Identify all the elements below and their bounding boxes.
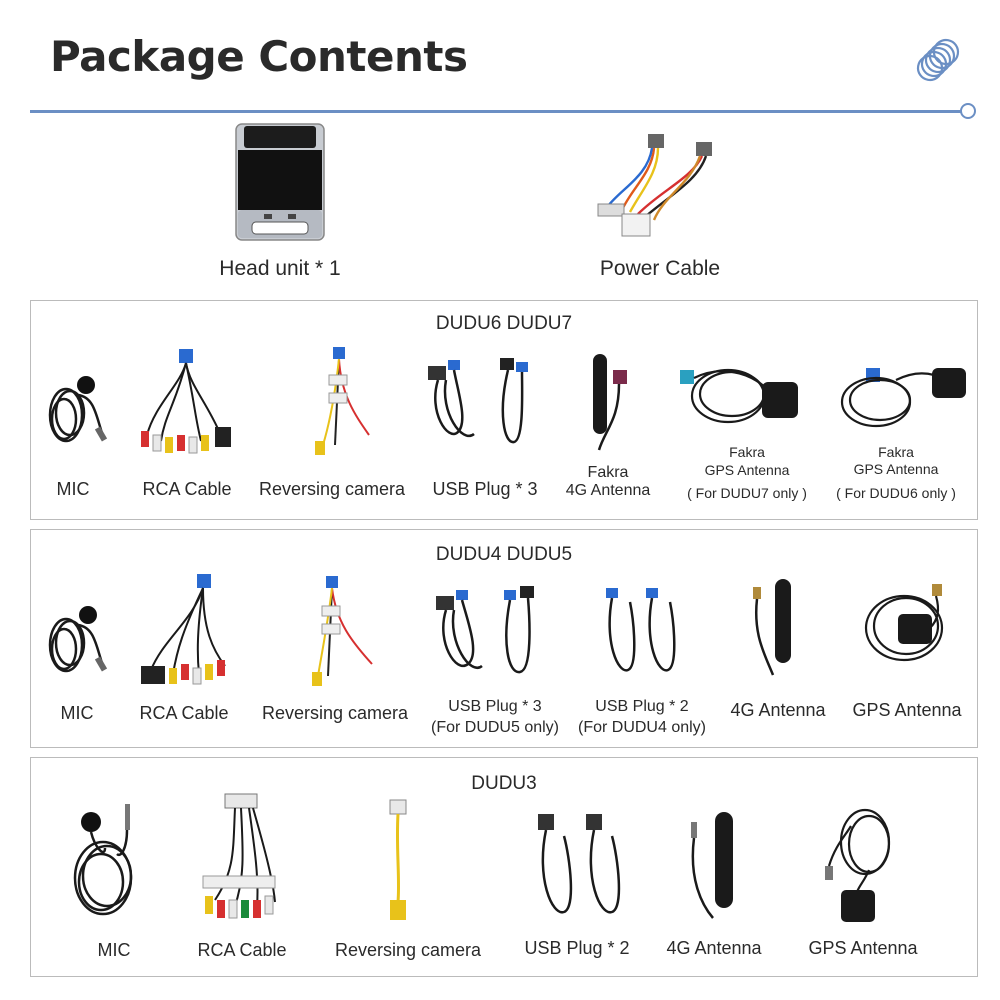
power-cable-label: Power Cable — [599, 257, 721, 280]
fakra-4g-label-2: 4G Antenna — [565, 482, 651, 499]
usb-plug-2-label-1: USB Plug * 2 — [595, 698, 689, 715]
rca-cable-label: RCA Cable — [139, 703, 229, 723]
usb-plug-label: USB Plug * 3 — [432, 479, 538, 499]
mic-icon — [48, 376, 108, 443]
fakra-gps-dudu7-label-3: ( For DUDU7 only ) — [687, 485, 807, 501]
usb-plug-icon — [428, 358, 528, 444]
rca-cable-label: RCA Cable — [142, 479, 232, 499]
gps-antenna-icon — [864, 584, 944, 662]
usb-plug-icon — [436, 586, 534, 674]
rca-cable-icon — [141, 349, 231, 454]
4g-antenna-label: 4G Antenna — [666, 938, 762, 958]
fakra-gps-antenna-icon — [840, 368, 966, 428]
panel-title: DUDU3 — [471, 773, 537, 794]
mic-icon — [73, 804, 133, 916]
power-cable-icon — [597, 134, 712, 237]
reversing-camera-icon — [389, 799, 407, 920]
fakra-gps-dudu6-label-1: Fakra — [878, 444, 914, 460]
panel-title: DUDU4 DUDU5 — [435, 544, 573, 565]
4g-antenna-label: 4G Antenna — [730, 700, 826, 720]
usb-plug-icon — [606, 588, 676, 672]
mic-icon — [48, 606, 108, 673]
fakra-gps-dudu7-label-2: GPS Antenna — [704, 462, 790, 478]
usb-plug-icon — [538, 814, 621, 914]
reversing-camera-icon — [315, 347, 370, 455]
usb-plug-3-label-2: (For DUDU5 only) — [430, 719, 560, 736]
4g-antenna-icon — [691, 812, 733, 919]
header-divider — [30, 110, 962, 113]
head-unit-label: Head unit * 1 — [219, 257, 341, 280]
fakra-gps-dudu7-label-1: Fakra — [729, 444, 765, 460]
page-title: Package Contents — [50, 32, 468, 81]
mic-label: MIC — [97, 940, 131, 960]
usb-plug-2-label-2: (For DUDU4 only) — [577, 719, 707, 736]
panel-dudu3: DUDU3 — [30, 757, 978, 977]
coil-logo-icon — [916, 38, 960, 82]
panel-title: DUDU6 DUDU7 — [435, 313, 573, 334]
fakra-gps-dudu6-label-2: GPS Antenna — [853, 461, 939, 477]
mic-label: MIC — [56, 479, 90, 499]
fakra-gps-antenna-icon — [680, 368, 798, 424]
fakra-gps-dudu6-label-3: ( For DUDU6 only ) — [836, 485, 956, 501]
usb-plug-3-label-1: USB Plug * 3 — [448, 698, 542, 715]
fakra-4g-label-1: Fakra — [587, 464, 629, 481]
panel-dudu4-dudu5: DUDU4 DUDU5 — [30, 529, 978, 748]
reversing-camera-label: Reversing camera — [334, 940, 482, 960]
gps-antenna-label: GPS Antenna — [808, 938, 918, 958]
head-unit-icon — [235, 123, 325, 241]
mic-label: MIC — [60, 703, 94, 723]
rca-cable-icon — [141, 574, 226, 685]
4g-antenna-icon — [753, 579, 791, 676]
gps-antenna-label: GPS Antenna — [852, 700, 962, 720]
divider-end-dot — [960, 103, 976, 119]
rca-cable-label: RCA Cable — [197, 940, 287, 960]
rca-cable-icon — [202, 793, 276, 919]
fakra-4g-antenna-icon — [593, 354, 627, 451]
usb-plug-label: USB Plug * 2 — [524, 938, 630, 958]
reversing-camera-label: Reversing camera — [258, 479, 406, 499]
gps-antenna-icon — [825, 808, 891, 922]
reversing-camera-label: Reversing camera — [261, 703, 409, 723]
reversing-camera-icon — [312, 576, 373, 686]
